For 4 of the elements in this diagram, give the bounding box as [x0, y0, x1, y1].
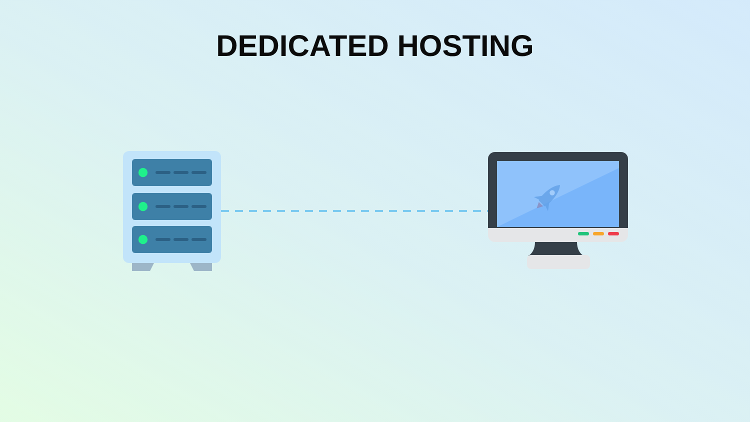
dashed-line [221, 210, 488, 212]
title: DEDICATED HOSTING [215, 31, 535, 63]
monitor-picture [488, 151, 628, 269]
server-picture [123, 151, 221, 271]
